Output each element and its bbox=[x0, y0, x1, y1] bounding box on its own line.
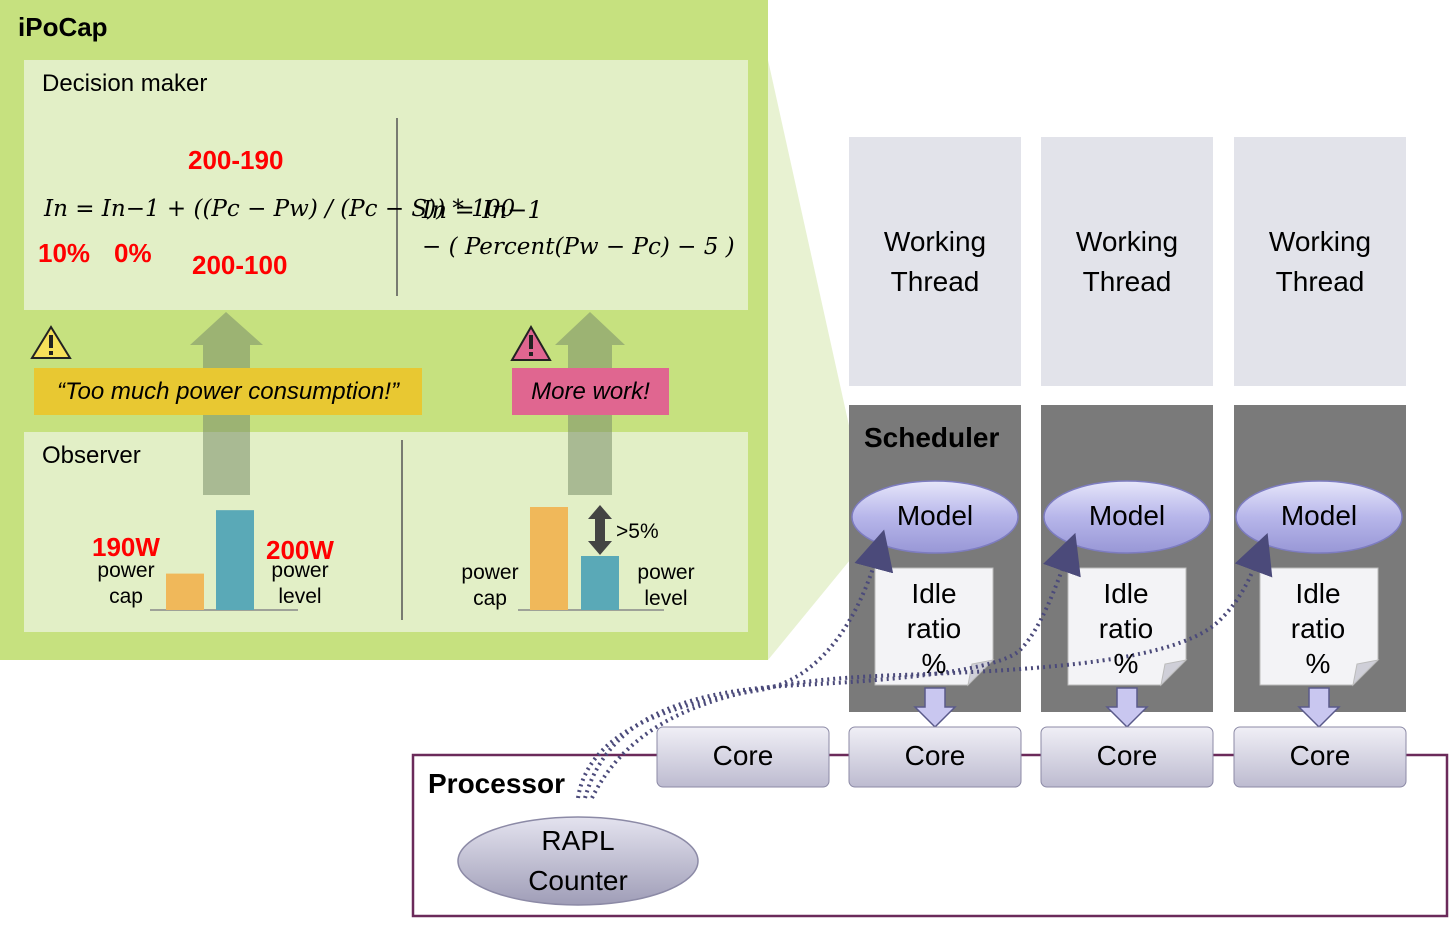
left-level-label-line2: level bbox=[278, 585, 322, 608]
idle-1-line1: Idle bbox=[911, 578, 957, 609]
core-box-0 bbox=[656, 726, 830, 788]
working-thread-box-2 bbox=[1041, 137, 1213, 386]
decision-maker-box bbox=[24, 60, 748, 310]
formula-annotation-in-prev: 0% bbox=[114, 238, 152, 268]
model-ellipse-3 bbox=[1235, 480, 1403, 554]
left-cap-label-line2: cap bbox=[109, 585, 143, 608]
left-cap-value: 190W bbox=[92, 532, 160, 562]
down-arrow-3 bbox=[1297, 687, 1341, 729]
core-label-1: Core bbox=[904, 740, 966, 771]
idle-3-line1: Idle bbox=[1295, 578, 1341, 609]
left-cap-label-line1: power bbox=[97, 559, 155, 582]
idle-ratio-note-1 bbox=[874, 567, 995, 687]
right-level-label-line2: level bbox=[644, 587, 688, 610]
rapl-connectors bbox=[576, 529, 1273, 799]
rapl-line1: RAPL bbox=[541, 825, 615, 856]
down-arrow-1 bbox=[913, 687, 957, 729]
rapl-line2: Counter bbox=[528, 865, 628, 896]
left-level-label-line1: power bbox=[271, 559, 329, 582]
warning-icon-left bbox=[30, 325, 72, 359]
working-thread-box-3 bbox=[1234, 137, 1406, 386]
observer-box bbox=[24, 432, 748, 632]
zoom-wedge bbox=[768, 60, 850, 660]
right-cap-label: power cap bbox=[454, 560, 526, 612]
observer-title: Observer bbox=[42, 442, 141, 469]
processor-title: Processor bbox=[428, 768, 565, 799]
formula-annotation-top: 200-190 bbox=[188, 145, 284, 175]
warning-icon-right bbox=[510, 324, 552, 361]
thread-2-line2: Thread bbox=[1082, 266, 1172, 297]
idle-2-line2: ratio bbox=[1098, 613, 1154, 644]
idle-3-line2: ratio bbox=[1290, 613, 1346, 644]
callout-too-much-power: “Too much power consumption!” bbox=[34, 368, 422, 415]
rapl-counter-ellipse bbox=[457, 816, 699, 906]
model-label-2: Model bbox=[1088, 500, 1166, 531]
callout-more-work: More work! bbox=[512, 368, 669, 415]
right-cap-label-line2: cap bbox=[473, 587, 507, 610]
model-ellipse-2 bbox=[1043, 480, 1211, 554]
model-ellipse-1 bbox=[851, 480, 1019, 554]
left-level-label: power level bbox=[264, 558, 336, 610]
thread-3-line1: Working bbox=[1268, 226, 1372, 257]
working-thread-box-1 bbox=[849, 137, 1021, 386]
formula-annotation-bottom: 200-100 bbox=[192, 250, 288, 280]
down-arrow-2 bbox=[1105, 687, 1149, 729]
difference-label: >5% bbox=[616, 520, 659, 543]
working-thread-label-3: Working Thread bbox=[1234, 222, 1406, 302]
formula-annotation-in: 10% bbox=[38, 238, 91, 268]
formula-right-line1: In = In−1 bbox=[422, 196, 543, 224]
model-label-1: Model bbox=[896, 500, 974, 531]
core-label-2: Core bbox=[1096, 740, 1158, 771]
idle-1-line3: % bbox=[921, 648, 947, 679]
right-cap-label-line1: power bbox=[461, 561, 519, 584]
thread-2-line1: Working bbox=[1075, 226, 1179, 257]
difference-double-arrow bbox=[588, 505, 612, 555]
core-box-1 bbox=[848, 726, 1022, 788]
scheduler-title: Scheduler bbox=[864, 422, 1000, 453]
model-label-3: Model bbox=[1280, 500, 1358, 531]
idle-1-line2: ratio bbox=[906, 613, 962, 644]
idle-ratio-text-3: Idle ratio % bbox=[1259, 576, 1377, 681]
working-thread-label-1: Working Thread bbox=[849, 222, 1021, 302]
idle-ratio-text-1: Idle ratio % bbox=[875, 576, 993, 681]
thread-1-line1: Working bbox=[883, 226, 987, 257]
idle-2-line3: % bbox=[1113, 648, 1139, 679]
right-power-level-bar bbox=[581, 556, 619, 610]
core-label-3: Core bbox=[1289, 740, 1351, 771]
thread-3-line2: Thread bbox=[1275, 266, 1365, 297]
left-cap-label: power cap bbox=[90, 558, 162, 610]
idle-3-line3: % bbox=[1305, 648, 1331, 679]
idle-ratio-text-2: Idle ratio % bbox=[1067, 576, 1185, 681]
left-level-value: 200W bbox=[266, 535, 334, 565]
idle-2-line1: Idle bbox=[1103, 578, 1149, 609]
ipocap-title: iPoCap bbox=[18, 12, 108, 42]
right-level-label-line1: power bbox=[637, 561, 695, 584]
right-power-cap-bar bbox=[530, 507, 568, 610]
thread-1-line2: Thread bbox=[890, 266, 980, 297]
core-label-0: Core bbox=[712, 740, 774, 771]
rapl-counter-label: RAPL Counter bbox=[458, 821, 698, 901]
decision-maker-title: Decision maker bbox=[42, 70, 208, 97]
idle-ratio-note-3 bbox=[1259, 567, 1380, 687]
formula-right-line2: − ( Percent(Pw − Pc) − 5 ) bbox=[422, 234, 735, 260]
left-power-level-bar bbox=[216, 510, 254, 610]
working-thread-label-2: Working Thread bbox=[1041, 222, 1213, 302]
core-box-3 bbox=[1233, 726, 1407, 788]
core-box-2 bbox=[1040, 726, 1214, 788]
left-power-cap-bar bbox=[166, 573, 204, 610]
right-level-label: power level bbox=[628, 560, 704, 612]
formula-left: In = In−1 + ((Pc − Pw) / (Pc − S)) * 100 bbox=[44, 196, 516, 222]
